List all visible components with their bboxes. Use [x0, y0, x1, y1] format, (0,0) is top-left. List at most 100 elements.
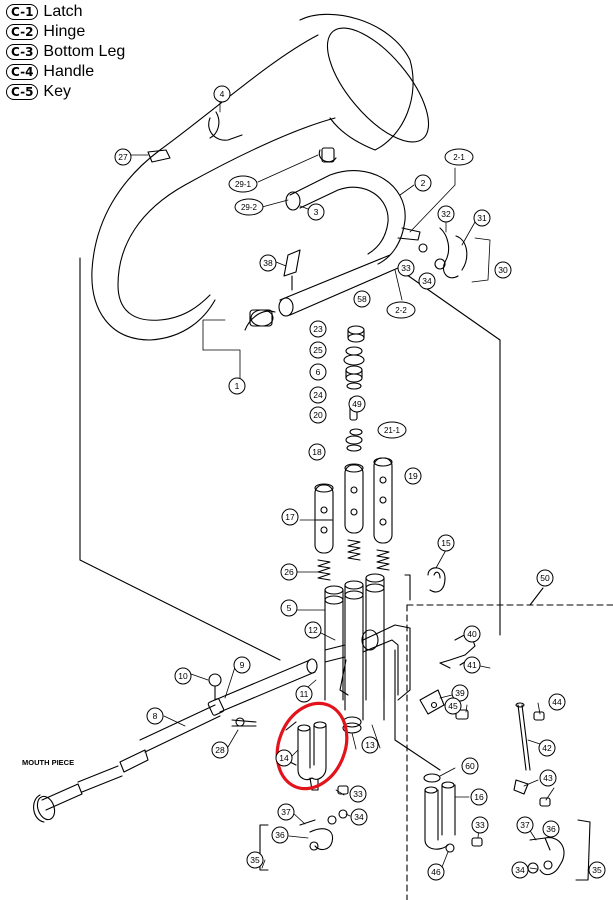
callout-number: 33: [353, 789, 363, 799]
callout-number: 29-1: [235, 180, 252, 189]
callout-number: 11: [300, 689, 309, 699]
callout-bubble: [309, 363, 327, 381]
callout-number: 15: [441, 538, 451, 548]
valve-pistons: [314, 457, 393, 581]
callout-bubble: [308, 443, 326, 461]
callout-15: 15: [437, 534, 455, 552]
legend-code: C-2: [6, 24, 39, 40]
callout-number: 43: [543, 773, 553, 783]
callout-bubble: [304, 621, 322, 639]
callout-39: 39: [451, 684, 469, 702]
callout-number: 34: [422, 276, 432, 286]
callout-number: 3: [314, 207, 319, 217]
callout-30: 30: [494, 261, 512, 279]
callout-18: 18: [308, 443, 326, 461]
callout-9: 9: [233, 656, 251, 674]
callout-number: 39: [455, 688, 465, 698]
callout-bubble: [471, 816, 489, 834]
callout-38: 38: [259, 254, 277, 272]
callout-number: 4: [220, 89, 225, 99]
callout-44: 44: [548, 693, 566, 711]
callout-number: 17: [285, 512, 295, 522]
callout-bubble: [536, 569, 554, 587]
callout-number: 25: [313, 345, 323, 355]
callout-number: 19: [408, 471, 418, 481]
callout-31: 31: [473, 209, 491, 227]
callout-4: 4: [213, 85, 231, 103]
callout-number: 34: [354, 812, 364, 822]
callout-bubble: [470, 788, 488, 806]
callout-37: 37: [277, 803, 295, 821]
legend-item-bottom-leg: C-3 Bottom Leg: [6, 42, 125, 62]
callout-bubble: [307, 203, 325, 221]
callout-number: 41: [467, 660, 477, 670]
callout-number: 33: [401, 263, 411, 273]
callout-bubble: [233, 656, 251, 674]
callout-bubble: [516, 816, 534, 834]
callout-number: 37: [281, 807, 291, 817]
callout-24: 24: [309, 386, 327, 404]
callout-11: 11: [295, 685, 313, 703]
callout-34: 34: [350, 808, 368, 826]
callout-bubble: [377, 421, 407, 439]
callout-number: 29-2: [241, 203, 258, 212]
callout-43: 43: [539, 769, 557, 787]
callout-bubble: [386, 301, 416, 319]
callout-number: 44: [552, 697, 562, 707]
callout-17: 17: [281, 508, 299, 526]
callout-bubble: [588, 861, 606, 879]
callout-number: 16: [474, 792, 484, 802]
callout-number: 10: [178, 671, 188, 681]
callout-number: 6: [316, 367, 321, 377]
callout-bubble: [309, 320, 327, 338]
callout-bubble: [228, 377, 246, 395]
callout-37: 37: [516, 816, 534, 834]
legend-item-hinge: C-2 Hinge: [6, 22, 125, 42]
callout-32: 32: [437, 205, 455, 223]
callout-number: 30: [498, 265, 508, 275]
callout-number: 2-1: [453, 153, 465, 162]
callout-42: 42: [538, 739, 556, 757]
callout-34: 34: [511, 861, 529, 879]
callout-number: 35: [592, 865, 602, 875]
callout-number: 2: [421, 178, 426, 188]
callout-34: 34: [418, 272, 436, 290]
legend-name: Handle: [43, 63, 95, 80]
callout-number: 36: [546, 824, 556, 834]
callout-number: 34: [515, 865, 525, 875]
legend-code: C-5: [6, 84, 39, 100]
detail-box-50: [406, 587, 613, 900]
callout-6: 6: [309, 363, 327, 381]
callout-20: 20: [309, 406, 327, 424]
callout-number: 38: [263, 258, 273, 268]
legend-name: Hinge: [43, 23, 86, 40]
callout-number: 5: [287, 603, 292, 613]
lower-key-assembly: [259, 785, 349, 871]
callout-bubble: [461, 757, 479, 775]
callout-number: 2-2: [395, 306, 407, 315]
callout-33: 33: [471, 816, 489, 834]
callout-45: 45: [444, 697, 462, 715]
callout-2-2: 2-2: [386, 301, 416, 319]
callout-bubble: [463, 625, 481, 643]
callout-58: 58: [353, 290, 371, 308]
lead-pipe-assembly: [33, 658, 318, 823]
callout-bubble: [437, 534, 455, 552]
legend-name: Key: [43, 83, 71, 100]
callout-33: 33: [349, 785, 367, 803]
callout-bubble: [548, 693, 566, 711]
callout-1: 1: [228, 377, 246, 395]
callout-2-1: 2-1: [444, 148, 474, 166]
callout-12: 12: [304, 621, 322, 639]
callout-bubble: [234, 198, 264, 216]
legend-name: Bottom Leg: [43, 43, 126, 60]
callout-bubble: [361, 736, 379, 754]
callout-number: 24: [313, 390, 323, 400]
callout-bubble: [451, 684, 469, 702]
valve-cap-stack: [343, 325, 365, 452]
callout-number: 46: [431, 867, 441, 877]
callout-14: 14: [275, 749, 293, 767]
legend-code: C-3: [6, 44, 39, 60]
callout-46: 46: [427, 863, 445, 881]
